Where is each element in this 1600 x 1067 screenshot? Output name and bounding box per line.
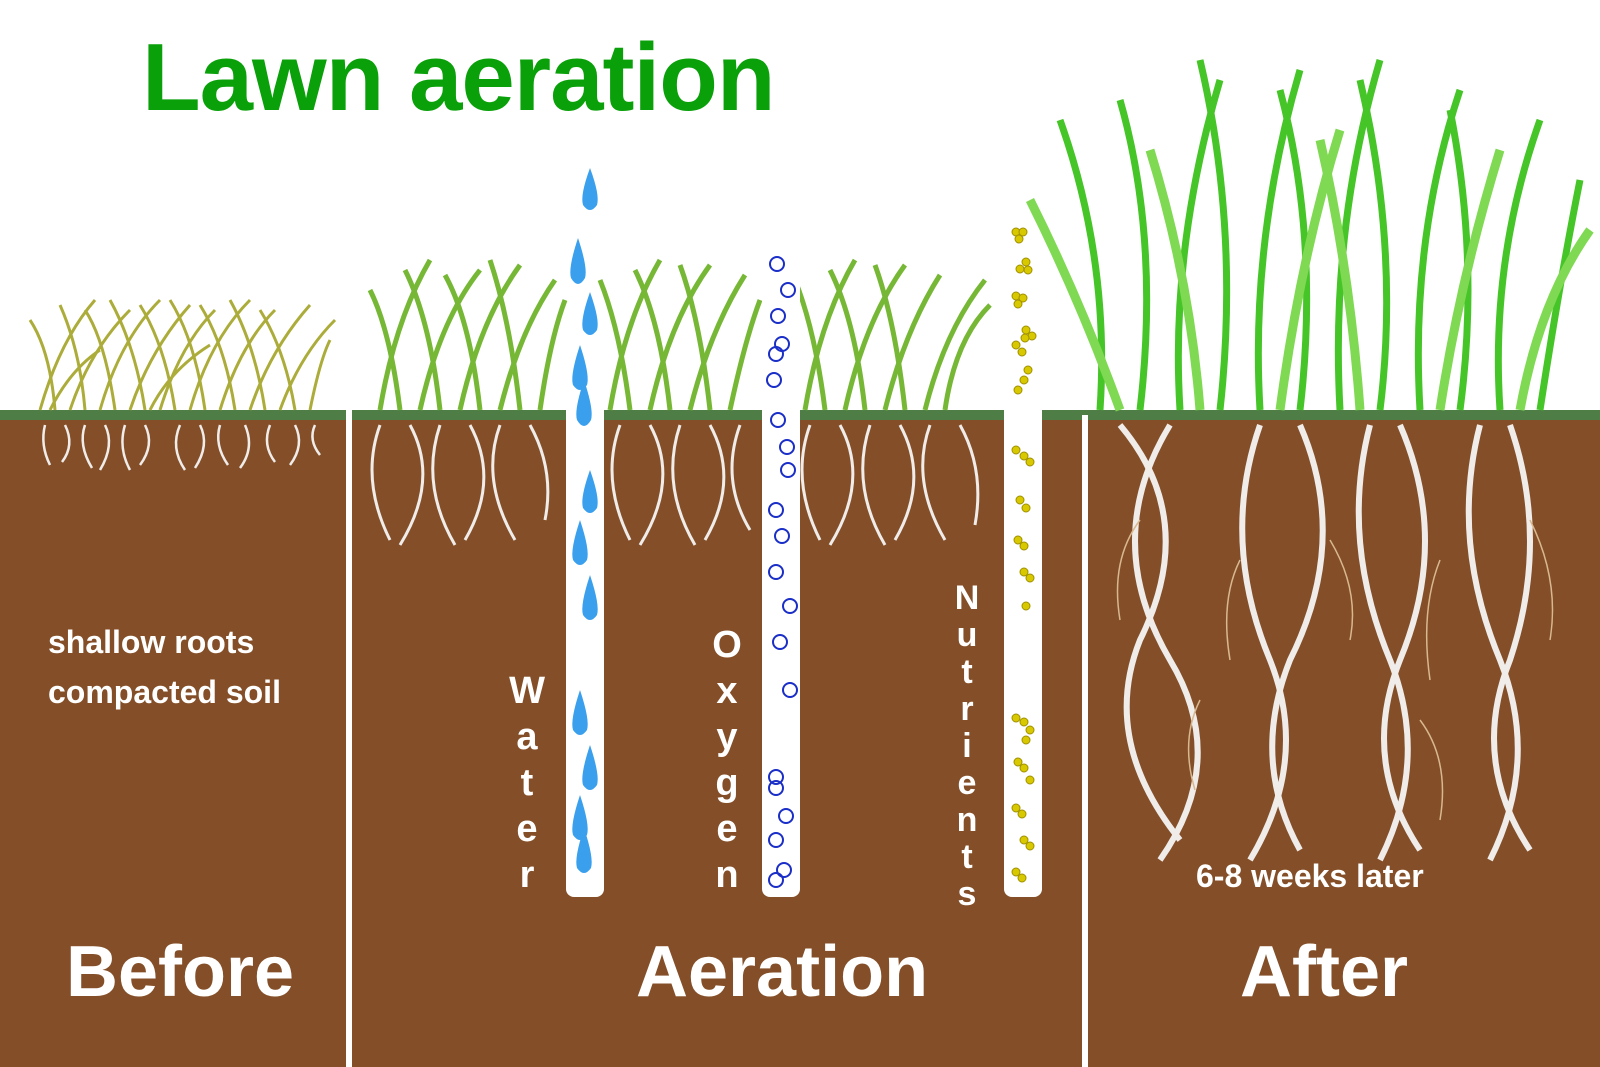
panel-divider-1 (346, 415, 352, 1067)
dry-grass-icon (28, 298, 337, 411)
water-label: W a t e r (509, 670, 545, 896)
lush-grass-icon (1025, 59, 1594, 412)
note-shallow-roots: shallow roots (48, 624, 255, 660)
diagram-title: Lawn aeration (142, 24, 775, 131)
turf-line-before (0, 410, 346, 420)
nutrients-label: N u t r i e n t s (954, 579, 980, 913)
nutrient-granule-icon (1011, 227, 1037, 883)
grass-icon (367, 258, 992, 411)
soil-before (0, 415, 346, 1067)
roots-icon (370, 424, 980, 546)
oxygen-label: O x y g e n (712, 624, 742, 896)
after-note: 6-8 weeks later (1196, 858, 1424, 894)
root-hairs-icon (1116, 519, 1554, 821)
after-heading: After (1240, 932, 1409, 1012)
note-compacted-soil: compacted soil (48, 673, 281, 710)
turf-line-after (1065, 410, 1600, 420)
panel-divider-2 (1082, 415, 1088, 1067)
water-drop-icon (570, 168, 598, 873)
shallow-roots-icon (42, 424, 321, 471)
oxygen-bubble-icon (766, 256, 798, 888)
before-notes: shallow roots compacted soil (48, 618, 281, 717)
aeration-heading: Aeration (636, 932, 929, 1012)
before-heading: Before (66, 932, 295, 1012)
turf-line-aeration (352, 410, 1082, 420)
deep-roots-icon (1117, 423, 1533, 862)
